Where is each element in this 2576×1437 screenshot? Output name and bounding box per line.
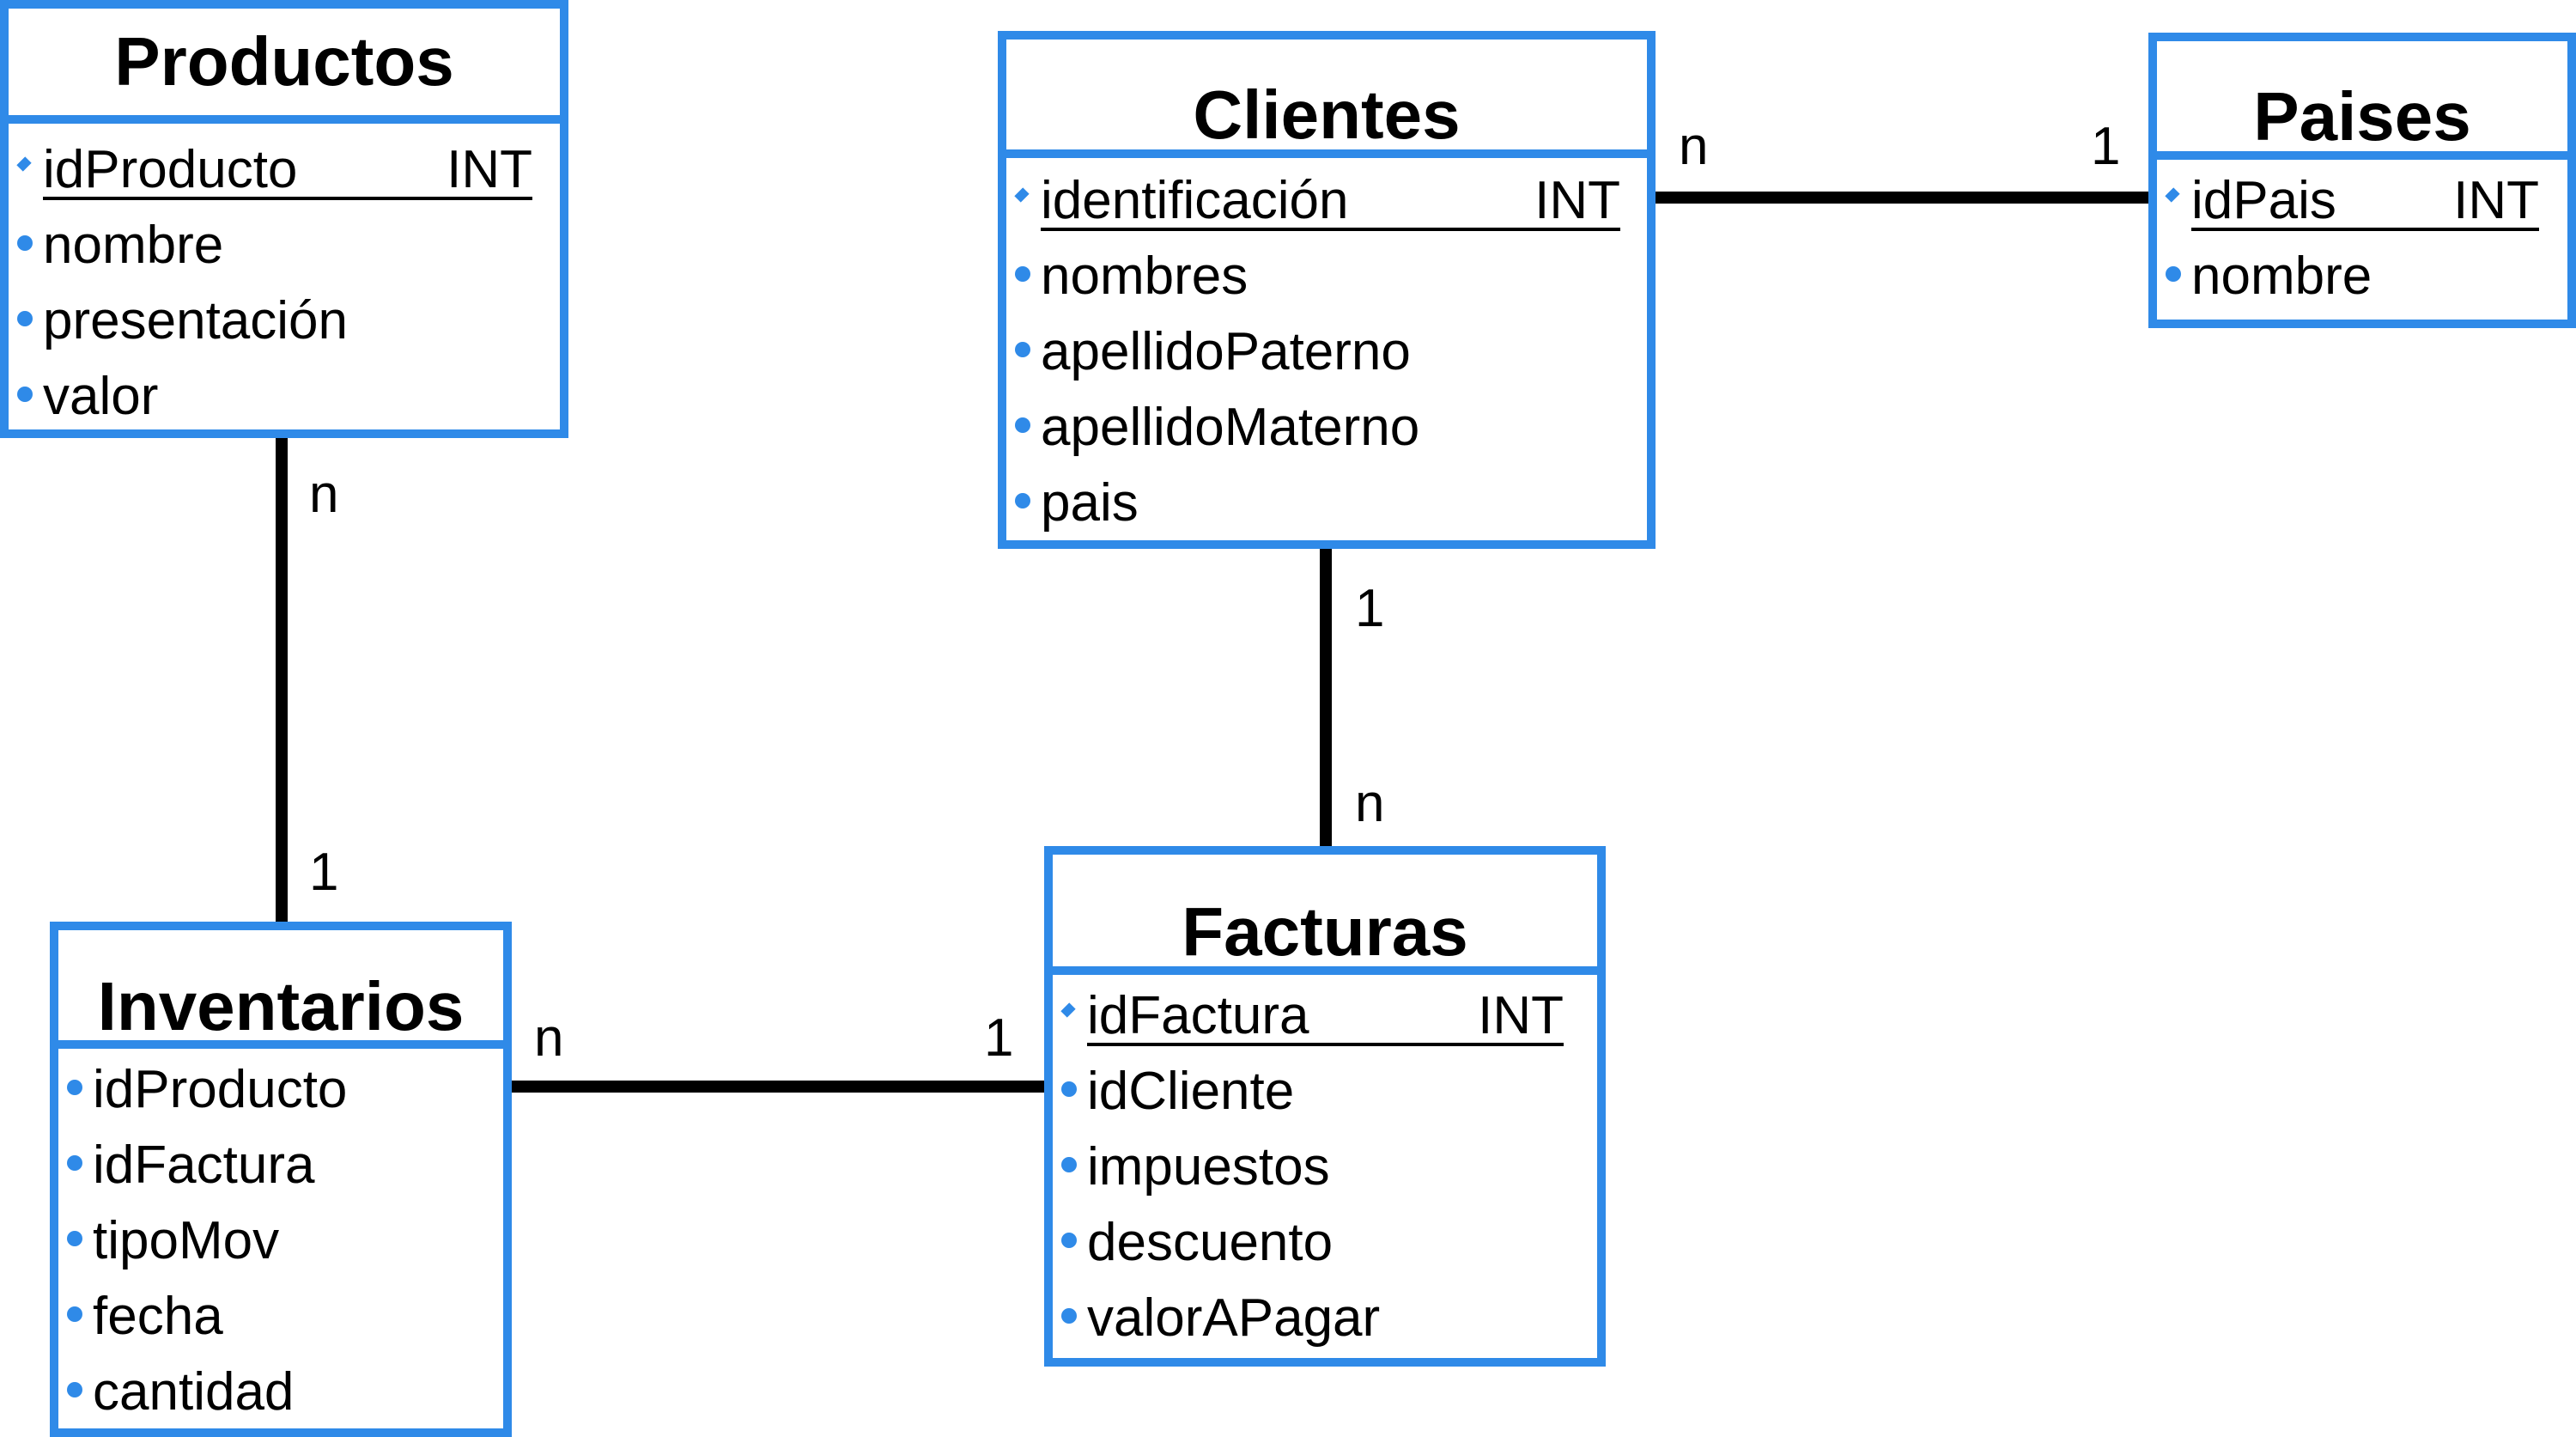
card-clientes-facturas-1: 1	[1355, 579, 1385, 638]
attribute-dot-icon	[1061, 1233, 1077, 1248]
entity-title: Paises	[2157, 41, 2567, 160]
entity-title: Inventarios	[58, 930, 503, 1049]
attribute-dot-icon	[2166, 266, 2181, 282]
attribute-dot-icon	[67, 1306, 82, 1322]
attribute-dot-icon	[67, 1155, 82, 1171]
attr-name: idFactura	[1087, 986, 1309, 1045]
attr-row: nombre	[9, 208, 560, 283]
primary-key-icon	[1060, 1002, 1076, 1018]
attr-row: pais	[1006, 466, 1647, 541]
attr-row: presentación	[9, 283, 560, 359]
attribute-dot-icon	[67, 1382, 82, 1397]
card-productos-inventarios-1: 1	[309, 843, 339, 902]
card-clientes-paises-1: 1	[2091, 117, 2121, 176]
primary-key-icon	[1014, 187, 1030, 203]
attr-row: impuestos	[1053, 1130, 1597, 1205]
attr-name: presentación	[43, 291, 349, 350]
attr-name: idCliente	[1087, 1062, 1295, 1121]
attr-name: apellidoPaterno	[1041, 322, 1411, 381]
entity-title: Clientes	[1006, 40, 1647, 158]
attribute-dot-icon	[1015, 342, 1030, 357]
primary-key-icon	[2165, 187, 2180, 203]
attribute-dot-icon	[1015, 493, 1030, 508]
attr-name: fecha	[93, 1287, 223, 1346]
attribute-dot-icon	[1015, 266, 1030, 282]
attribute-dot-icon	[17, 311, 33, 326]
attribute-dot-icon	[1061, 1081, 1077, 1097]
entity-title: Facturas	[1053, 855, 1597, 975]
card-productos-inventarios-n: n	[309, 465, 339, 524]
attr-pk: idProducto INT	[9, 132, 560, 208]
attr-name: apellidoMaterno	[1041, 398, 1420, 457]
attr-name: nombre	[43, 216, 224, 275]
card-clientes-paises-n: n	[1679, 117, 1709, 176]
attribute-dot-icon	[1061, 1308, 1077, 1324]
attr-type: INT	[2453, 171, 2539, 230]
attr-name: idProducto	[93, 1060, 348, 1119]
attr-name: nombres	[1041, 247, 1249, 306]
attr-name: idProducto	[43, 140, 298, 199]
attr-name: nombre	[2191, 247, 2372, 306]
attr-type: INT	[447, 140, 532, 199]
card-inventarios-facturas-n: n	[534, 1008, 564, 1068]
attr-row: apellidoPaterno	[1006, 314, 1647, 390]
attr-name: cantidad	[93, 1362, 295, 1422]
card-clientes-facturas-n: n	[1355, 774, 1385, 833]
attr-name: valor	[43, 367, 159, 426]
attribute-dot-icon	[1061, 1157, 1077, 1172]
attr-row: apellidoMaterno	[1006, 390, 1647, 466]
attr-row: cantidad	[58, 1355, 503, 1430]
entity-paises[interactable]: Paises idPais INT nombre	[2148, 33, 2576, 328]
attr-name: valorAPagar	[1087, 1288, 1381, 1348]
attribute-dot-icon	[1015, 417, 1030, 433]
entity-clientes[interactable]: Clientes identificación INT nombres apel…	[998, 31, 1656, 549]
attr-row: valorAPagar	[1053, 1281, 1597, 1356]
attr-row: tipoMov	[58, 1203, 503, 1279]
attr-name: idPais	[2191, 171, 2336, 230]
attr-pk: idPais INT	[2157, 163, 2567, 239]
attr-name: identificación	[1041, 171, 1349, 230]
entity-inventarios[interactable]: Inventarios idProducto idFactura tipoMov…	[50, 922, 512, 1437]
attr-name: pais	[1041, 473, 1139, 533]
primary-key-icon	[16, 156, 32, 172]
attr-row: idFactura	[58, 1128, 503, 1203]
attr-row: valor	[9, 359, 560, 435]
attribute-dot-icon	[17, 235, 33, 251]
attr-row: idProducto	[58, 1052, 503, 1128]
attr-name: impuestos	[1087, 1137, 1330, 1196]
attr-row: fecha	[58, 1279, 503, 1355]
card-inventarios-facturas-1: 1	[984, 1008, 1014, 1068]
attr-type: INT	[1478, 986, 1564, 1045]
attribute-dot-icon	[67, 1231, 82, 1246]
attr-row: nombres	[1006, 239, 1647, 314]
attr-name: idFactura	[93, 1136, 315, 1195]
entity-productos[interactable]: Productos idProducto INT nombre presenta…	[0, 0, 568, 438]
attr-name: tipoMov	[93, 1211, 280, 1270]
attr-pk: identificación INT	[1006, 163, 1647, 239]
attribute-dot-icon	[17, 387, 33, 402]
entity-facturas[interactable]: Facturas idFactura INT idCliente impuest…	[1044, 846, 1606, 1367]
entity-title: Productos	[9, 9, 560, 124]
attr-type: INT	[1534, 171, 1620, 230]
attr-row: idCliente	[1053, 1054, 1597, 1130]
attr-row: descuento	[1053, 1205, 1597, 1281]
attr-name: descuento	[1087, 1213, 1334, 1272]
attribute-dot-icon	[67, 1080, 82, 1095]
attr-row: nombre	[2157, 239, 2567, 314]
attr-pk: idFactura INT	[1053, 978, 1597, 1054]
